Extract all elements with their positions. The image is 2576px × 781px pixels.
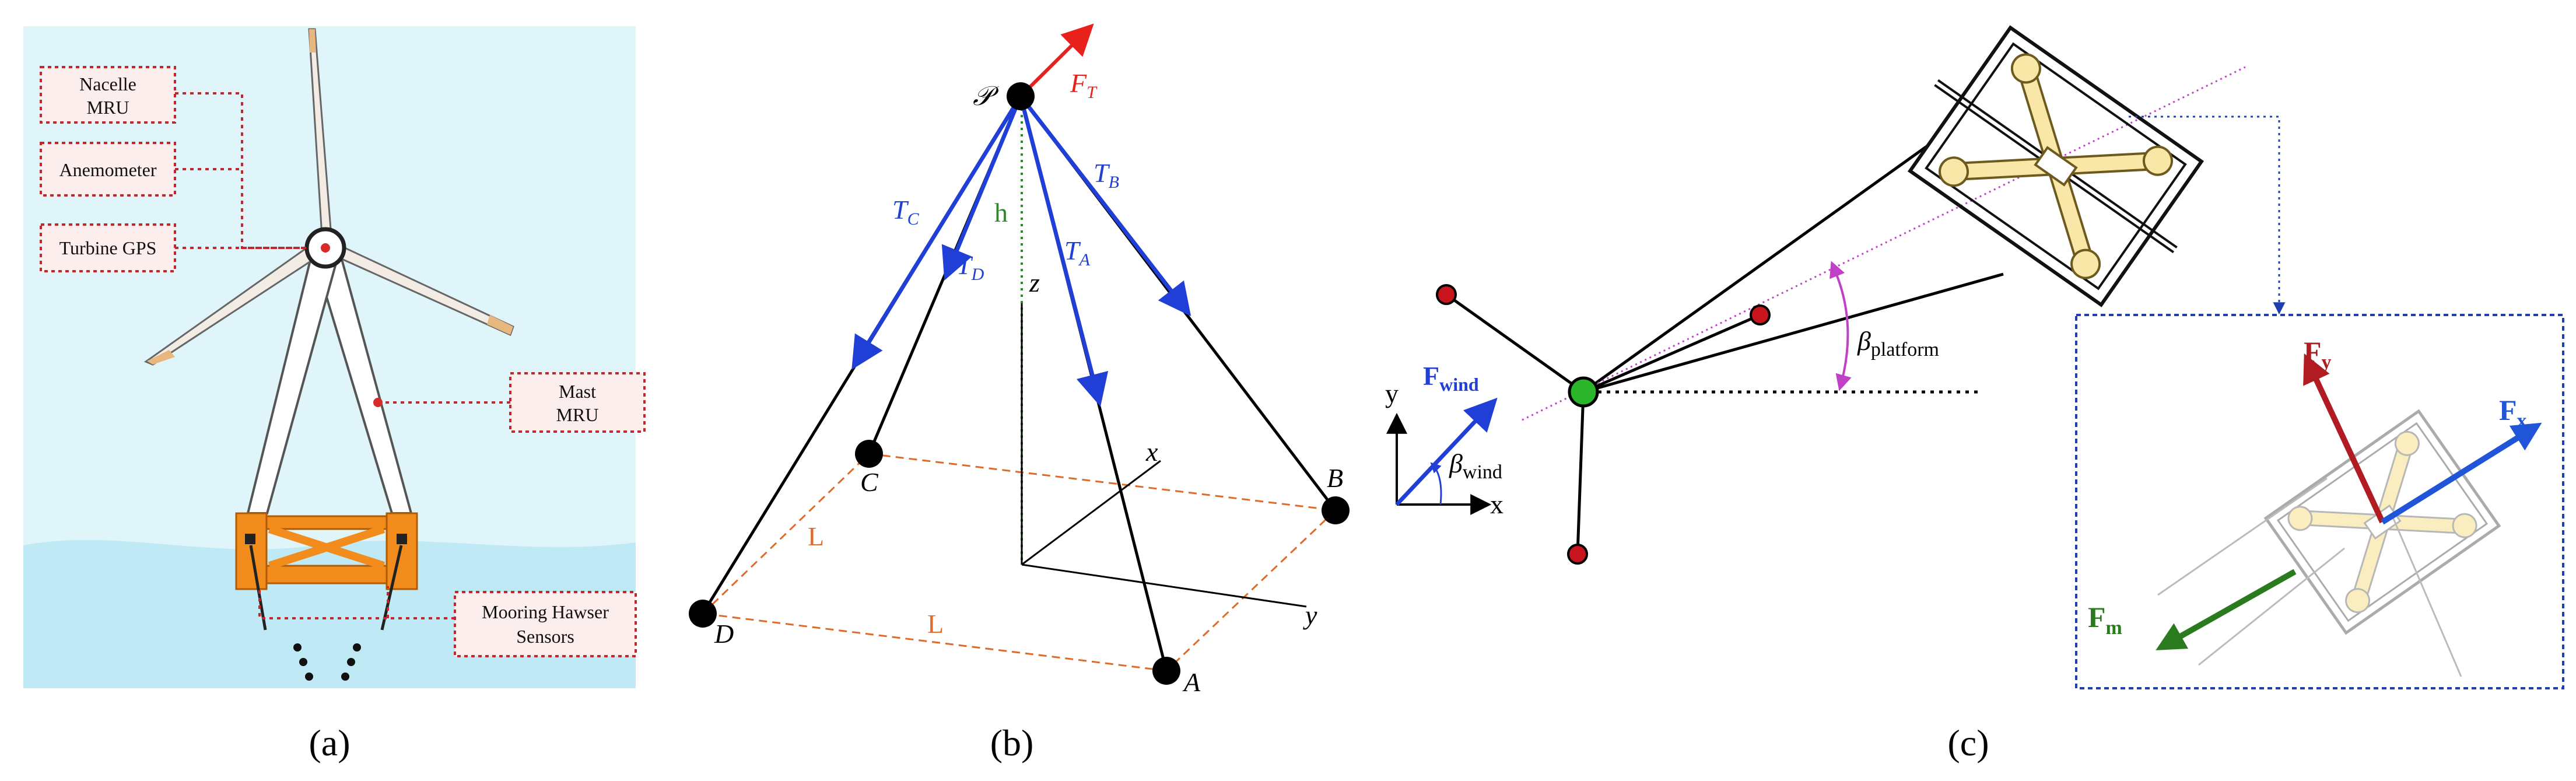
platform [1907, 25, 2205, 307]
label-axis-y: y [1385, 379, 1399, 408]
tethers [701, 95, 1337, 671]
hawser-left [249, 545, 267, 631]
caption-c: (c) [1947, 722, 1989, 764]
label-b: B [1327, 463, 1343, 493]
callout-boxes [40, 66, 646, 657]
panel-c-labels: y x Fwind βwind βplatform [1385, 326, 1939, 519]
label-ta: TA [1064, 236, 1091, 269]
beta-platform-arc [1830, 261, 1852, 391]
hawsers-c [1582, 144, 2004, 394]
mooring-sensors-label-line2: Sensors [516, 626, 574, 647]
wind-axes [1386, 397, 1498, 515]
mooring-node-right [1750, 304, 1771, 325]
label-fx: Fx [2499, 394, 2527, 432]
tension-arrow-a [1018, 96, 1109, 407]
mast-mru-label-line2: MRU [556, 404, 599, 425]
node-d [689, 600, 717, 628]
tension-arrow-d [941, 95, 1023, 281]
label-fm: Fm [2088, 601, 2122, 639]
label-beta-platform: βplatform [1857, 326, 1939, 360]
label-ft: FT [1070, 68, 1098, 102]
caption-a: (a) [309, 722, 350, 764]
label-c: C [860, 467, 879, 497]
label-x-axis: x [1145, 437, 1158, 467]
blade-top-tip [309, 29, 316, 52]
axes-b [1021, 303, 1307, 608]
panel-a-labels: Nacelle MRU Anemometer Turbine GPS Mast … [59, 73, 609, 647]
sensor-right [397, 534, 407, 544]
turbine-gps-box [40, 223, 176, 272]
label-f-wind: Fwind [1423, 361, 1479, 395]
panel-b: 𝒫 C B A D FT TC TD TA TB h z x y L L (b) [689, 23, 1350, 764]
inset-labels: Fy Fx Fm [2088, 335, 2527, 639]
label-z-axis: z [1029, 268, 1040, 297]
label-beta-wind: βwind [1449, 449, 1502, 483]
label-side-l1: L [808, 521, 824, 551]
fm-force-arrow [2156, 569, 2297, 650]
mooring-sensors-box [454, 591, 637, 657]
blade-right-tip [487, 315, 513, 335]
hawser-right [380, 545, 403, 631]
mooring-arms [1445, 293, 1761, 555]
sensor-left [245, 534, 255, 544]
fx-force-arrow [2381, 422, 2542, 525]
panel-a: Nacelle MRU Anemometer Turbine GPS Mast … [23, 26, 646, 764]
label-a: A [1182, 667, 1201, 697]
nodes-b [689, 82, 1350, 685]
turbine-gps-dot [321, 243, 330, 253]
mast-mru-box [509, 372, 646, 433]
wind-force-arrow [1395, 397, 1498, 506]
nacelle-mru-box [40, 66, 176, 124]
label-td: TD [956, 250, 984, 284]
label-axis-x: x [1490, 489, 1503, 519]
panel-c: y x Fwind βwind βplatform [1385, 25, 2564, 764]
nacelle-mru-label-line1: Nacelle [79, 73, 136, 94]
frame-right-column [385, 512, 418, 590]
panel-b-labels: 𝒫 C B A D FT TC TD TA TB h z x y L L [714, 68, 1343, 697]
nacelle-mru-label-line2: MRU [87, 97, 129, 118]
mooring-sensors-label-line1: Mooring Hawser [482, 601, 609, 622]
mooring-ellipsis-dots [293, 643, 361, 681]
blade-left-tip [147, 350, 175, 365]
beta-wind-arc [1430, 462, 1442, 505]
y-axis [1021, 563, 1307, 608]
label-tb: TB [1094, 158, 1119, 192]
caption-b: (b) [990, 722, 1034, 764]
node-c [855, 440, 883, 468]
mast-mru-dot [373, 398, 383, 407]
fy-force-arrow [2303, 353, 2385, 524]
turbine-gps-label: Turbine GPS [59, 237, 157, 258]
x-axis [1021, 460, 1161, 566]
label-height: h [994, 198, 1008, 227]
label-tc: TC [892, 195, 920, 229]
tension-arrow-c [851, 95, 1022, 370]
anemometer-box [40, 142, 176, 197]
frame-bottom-beam [265, 565, 388, 584]
node-p [1007, 82, 1035, 110]
mast-mru-label-line1: Mast [559, 381, 596, 402]
frame-top-beam [265, 515, 388, 530]
tension-arrow-b [1019, 94, 1191, 317]
anemometer-label: Anemometer [59, 159, 156, 180]
mooring-node-bottom [1567, 544, 1588, 565]
inset-box [2075, 314, 2564, 689]
inset-hawsers [2157, 477, 2462, 677]
node-b [1322, 496, 1350, 524]
tension-arrows [851, 94, 1191, 407]
base-square [702, 453, 1337, 672]
label-y-axis: y [1303, 600, 1317, 630]
mooring-node-left [1436, 284, 1457, 305]
label-side-l2: L [927, 609, 944, 639]
label-p: 𝒫 [973, 81, 999, 111]
node-a [1152, 657, 1180, 685]
label-fy: Fy [2304, 335, 2332, 373]
frame-brace-2 [268, 525, 385, 570]
callout-lines [175, 92, 510, 619]
label-d: D [714, 619, 734, 649]
buoy-center-node [1568, 376, 1599, 408]
ft-force-arrow [1019, 23, 1094, 98]
